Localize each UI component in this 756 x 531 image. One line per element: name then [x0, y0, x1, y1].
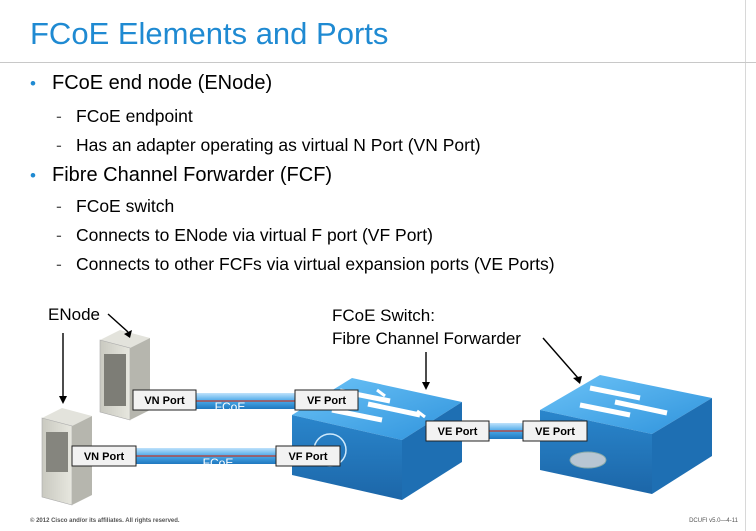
port-vf-bottom: VF Port [275, 445, 341, 467]
server-top-icon [99, 330, 150, 421]
title-divider [0, 62, 756, 63]
link-label-bottom: FCoE [203, 456, 234, 470]
sub-bullet-text: Has an adapter operating as virtual N Po… [76, 135, 481, 155]
port-label: VE Port [438, 426, 478, 438]
port-vf-top: VF Port [294, 389, 359, 411]
bullet-dot-icon: • [30, 74, 36, 93]
switch-label-line2: Fibre Channel Forwarder [332, 329, 521, 348]
sub-bullet: -FCoE switch [56, 196, 174, 217]
dash-icon: - [56, 225, 62, 245]
bullet-fcf: • Fibre Channel Forwarder (FCF) [30, 164, 332, 187]
sub-bullet-text: FCoE switch [76, 196, 175, 216]
bullet-text: FCoE end node (ENode) [52, 72, 273, 94]
dash-icon: - [56, 106, 62, 126]
port-label: VE Port [535, 426, 575, 438]
bullet-text: Fibre Channel Forwarder (FCF) [52, 164, 333, 186]
sub-bullet-text: FCoE endpoint [76, 106, 193, 126]
sub-bullet: -Connects to ENode via virtual F port (V… [56, 225, 433, 246]
port-label: VN Port [144, 395, 185, 407]
port-label: VN Port [84, 451, 125, 463]
link-label-top: FCoE [215, 400, 246, 414]
arrow-icon [542, 337, 579, 379]
enode-label: ENode [48, 305, 100, 324]
dash-icon: - [56, 135, 62, 155]
port-label: VF Port [307, 395, 346, 407]
copyright-text: © 2012 Cisco and/or its affiliates. All … [30, 518, 180, 524]
port-ve-right: VE Port [522, 420, 588, 442]
sub-bullet: -Has an adapter operating as virtual N P… [56, 135, 481, 156]
sub-bullet-text: Connects to ENode via virtual F port (VF… [76, 225, 433, 245]
dash-icon: - [56, 196, 62, 216]
sub-bullet: -Connects to other FCFs via virtual expa… [56, 254, 555, 275]
arrow-icon [107, 313, 129, 333]
port-vn-bottom: VN Port [71, 445, 137, 467]
switch-label-line1: FCoE Switch: [332, 306, 435, 325]
sub-bullet: -FCoE endpoint [56, 106, 193, 127]
dash-icon: - [56, 254, 62, 274]
sub-bullet-text: Connects to other FCFs via virtual expan… [76, 254, 555, 274]
bullet-enode: • FCoE end node (ENode) [30, 72, 272, 95]
slide-title: FCoE Elements and Ports [30, 16, 389, 51]
bullet-dot-icon: • [30, 166, 36, 185]
port-vn-top: VN Port [132, 389, 197, 411]
slide-edge [745, 0, 746, 531]
port-label: VF Port [288, 451, 327, 463]
course-code: DCUFI v5.0—4-11 [689, 518, 738, 524]
port-ve-left: VE Port [425, 420, 490, 442]
